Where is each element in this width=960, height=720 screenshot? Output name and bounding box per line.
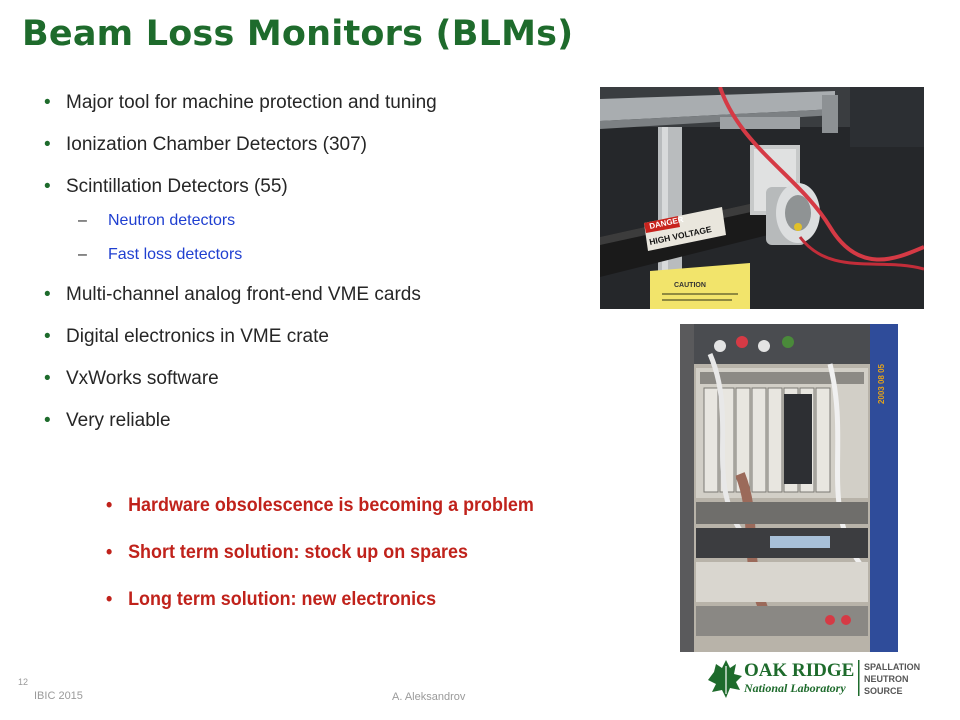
author-label: A. Aleksandrov bbox=[392, 691, 466, 703]
oak-ridge-wordmark: OAK RIDGE bbox=[744, 660, 854, 681]
sub-bullet-item: Fast loss detectors bbox=[44, 246, 604, 264]
vme-crate-photo-art: 2003 08 05 bbox=[680, 324, 898, 652]
bullet-item: Scintillation Detectors (55) bbox=[44, 176, 604, 198]
bullet-item: Ionization Chamber Detectors (307) bbox=[44, 134, 604, 156]
highlight-item: Long term solution: new electronics bbox=[106, 588, 603, 611]
vme-crate-photo: 2003 08 05 bbox=[680, 324, 898, 652]
detector-photo-art: DANGER HIGH VOLTAGE CAUTION bbox=[600, 87, 924, 309]
highlight-item: Short term solution: stock up on spares bbox=[106, 541, 603, 564]
ornl-sns-logo: OAK RIDGE National Laboratory SPALLATION… bbox=[704, 654, 936, 704]
caution-label: CAUTION bbox=[674, 282, 706, 289]
oak-leaf-icon: OAK RIDGE National Laboratory SPALLATION… bbox=[708, 660, 920, 698]
national-lab-wordmark: National Laboratory bbox=[743, 681, 846, 695]
sns-line2: NEUTRON bbox=[864, 674, 909, 684]
detector-photo: DANGER HIGH VOLTAGE CAUTION bbox=[600, 87, 924, 309]
highlight-list: Hardware obsolescence is becoming a prob… bbox=[106, 494, 646, 611]
page-number: 12 bbox=[18, 677, 29, 687]
slide-title: Beam Loss Monitors (BLMs) bbox=[22, 14, 574, 54]
sub-bullet-item: Neutron detectors bbox=[44, 212, 604, 230]
bullet-item: Very reliable bbox=[44, 410, 604, 432]
highlight-item: Hardware obsolescence is becoming a prob… bbox=[106, 494, 603, 517]
bullet-item: VxWorks software bbox=[44, 368, 604, 390]
sns-line3: SOURCE bbox=[864, 686, 903, 696]
sns-line1: SPALLATION bbox=[864, 662, 920, 672]
bullet-item: Multi-channel analog front-end VME cards bbox=[44, 284, 604, 306]
bullet-item: Digital electronics in VME crate bbox=[44, 326, 604, 348]
bullet-list: Major tool for machine protection and tu… bbox=[44, 92, 604, 432]
bullet-item: Major tool for machine protection and tu… bbox=[44, 92, 604, 114]
date-stamp: 2003 08 05 bbox=[877, 363, 886, 404]
conference-label: IBIC 2015 bbox=[34, 690, 83, 702]
